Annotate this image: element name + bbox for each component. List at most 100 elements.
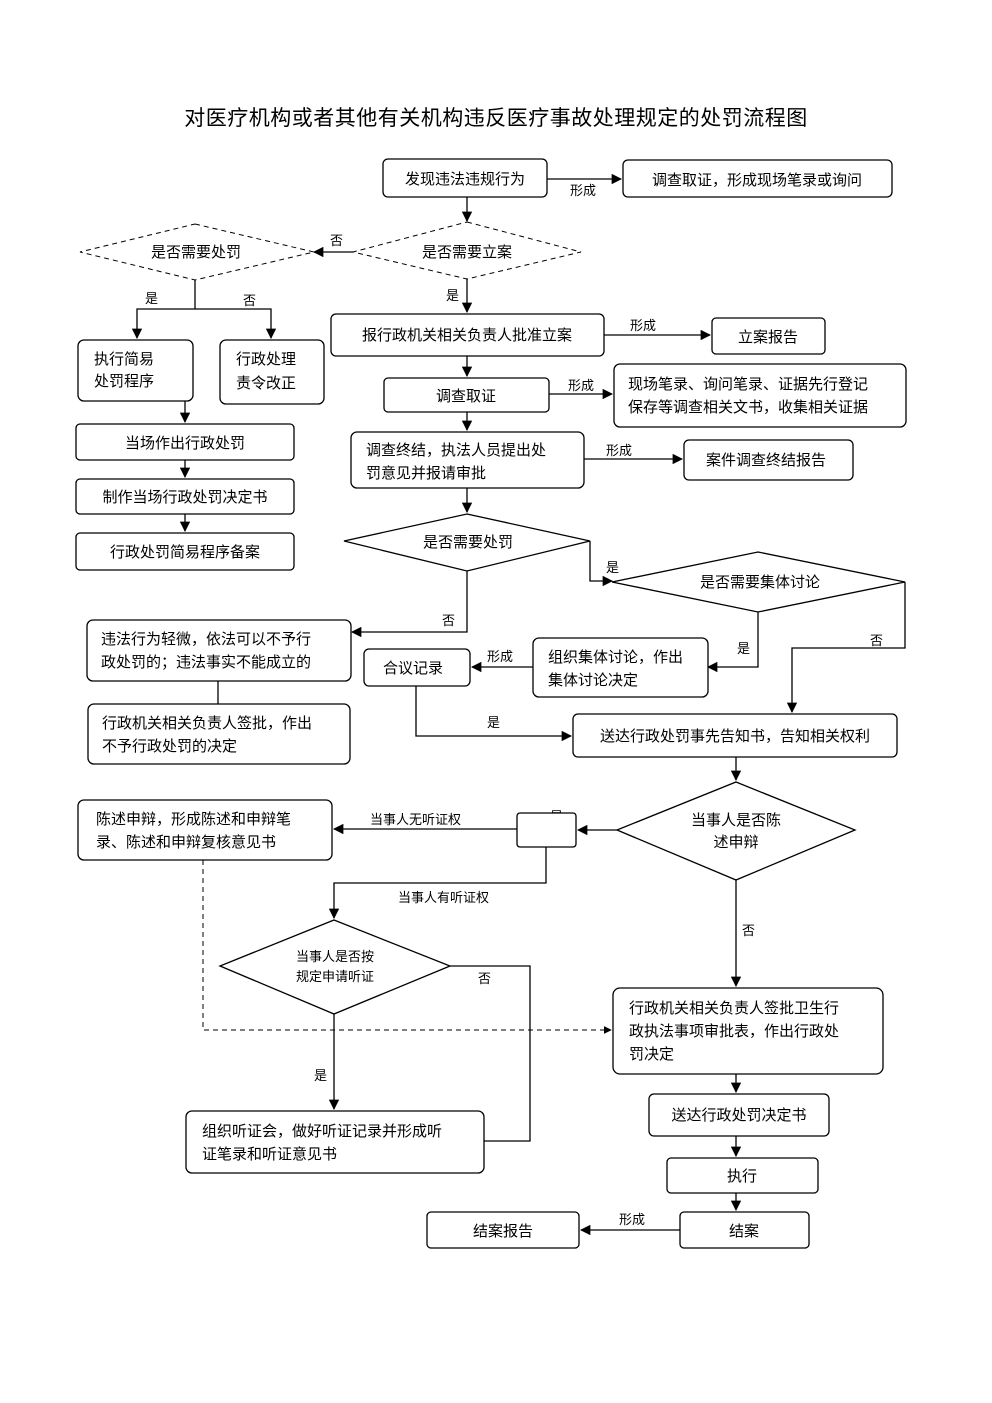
label-no-1: 否 — [330, 234, 343, 249]
edge-punish-left-no — [195, 308, 277, 340]
svg-text:不予行政处罚的决定: 不予行政处罚的决定 — [102, 737, 237, 755]
label-yes-4: 是 — [737, 642, 750, 657]
svg-text:调查终结，执法人员提出处: 调查终结，执法人员提出处 — [366, 441, 546, 459]
svg-text:行政机关相关负责人签批，作出: 行政机关相关负责人签批，作出 — [102, 714, 312, 732]
svg-text:调查取证，形成现场笔录或询问: 调查取证，形成现场笔录或询问 — [652, 171, 862, 189]
node-party-state: 当事人是否陈 述申辩 — [615, 781, 857, 881]
svg-text:行政机关相关负责人签批卫生行: 行政机关相关负责人签批卫生行 — [629, 999, 839, 1017]
label-no-2: 否 — [243, 294, 256, 309]
node-need-punish-mid: 是否需要处罚 — [343, 513, 591, 572]
label-form-2: 形成 — [630, 319, 656, 334]
label-yes-1: 是 — [446, 289, 459, 304]
node-report-approval: 报行政机关相关负责人批准立案 — [330, 313, 605, 357]
svg-text:送达行政处罚决定书: 送达行政处罚决定书 — [671, 1106, 806, 1124]
svg-text:当事人是否按: 当事人是否按 — [296, 950, 374, 965]
svg-text:集体讨论决定: 集体讨论决定 — [548, 671, 638, 689]
svg-text:陈述申辩，形成陈述和申辩笔: 陈述申辩，形成陈述和申辩笔 — [96, 810, 291, 828]
svg-text:组织听证会，做好听证记录并形成听: 组织听证会，做好听证记录并形成听 — [202, 1122, 442, 1140]
node-no-punish-decision: 行政机关相关负责人签批，作出 不予行政处罚的决定 — [87, 703, 351, 765]
svg-text:处罚程序: 处罚程序 — [94, 372, 154, 390]
svg-text:执行: 执行 — [727, 1167, 757, 1185]
node-approve-table: 行政机关相关负责人签批卫生行 政执法事项审批表，作出行政处 罚决定 — [612, 987, 884, 1075]
svg-text:案件调查终结报告: 案件调查终结报告 — [706, 451, 826, 469]
label-form-6: 形成 — [619, 1213, 645, 1228]
edge-meeting-notify — [415, 686, 573, 742]
node-group-discuss: 组织集体讨论，作出 集体讨论决定 — [532, 637, 709, 698]
svg-text:报行政机关相关负责人批准立案: 报行政机关相关负责人批准立案 — [362, 326, 572, 344]
node-statement-defense: 陈述申辩，形成陈述和申辩笔 录、陈述和申辩复核意见书 — [77, 799, 333, 861]
node-simple-record: 行政处罚简易程序备案 — [75, 532, 295, 571]
page-title: 对医疗机构或者其他有关机构违反医疗事故处理规定的处罚流程图 — [184, 106, 808, 130]
svg-text:录、陈述和申辩复核意见书: 录、陈述和申辩复核意见书 — [96, 833, 276, 851]
edge-punish-left-yes — [131, 308, 195, 340]
svg-text:当事人是否陈: 当事人是否陈 — [691, 811, 781, 829]
node-junction — [516, 812, 577, 848]
edge-group-q-no — [786, 582, 906, 714]
label-form-3: 形成 — [568, 379, 594, 394]
edge-punish-mid-no — [350, 571, 468, 638]
node-discover: 发现违法违规行为 — [382, 158, 548, 198]
svg-text:政处罚的；违法事实不能成立的: 政处罚的；违法事实不能成立的 — [101, 653, 311, 671]
svg-text:制作当场行政处罚决定书: 制作当场行政处罚决定书 — [102, 488, 267, 506]
svg-text:组织集体讨论，作出: 组织集体讨论，作出 — [548, 648, 683, 666]
label-form-4: 形成 — [606, 444, 632, 459]
svg-text:违法行为轻微，依法可以不予行: 违法行为轻微，依法可以不予行 — [101, 630, 311, 648]
node-need-filing: 是否需要立案 — [352, 221, 582, 280]
svg-text:立案报告: 立案报告 — [738, 328, 798, 346]
node-meeting-record: 合议记录 — [363, 648, 471, 687]
svg-text:述申辩: 述申辩 — [713, 833, 758, 851]
node-close-report: 结案报告 — [426, 1211, 580, 1249]
node-simple-procedure: 执行简易 处罚程序 — [77, 339, 194, 402]
node-need-punish-left: 是否需要处罚 — [79, 223, 315, 281]
label-yes-5: 是 — [487, 716, 500, 731]
node-execute: 执行 — [666, 1157, 819, 1194]
label-has-hearing-right: 当事人有听证权 — [398, 890, 489, 906]
node-apply-hearing: 当事人是否按 规定申请听证 — [218, 919, 452, 1015]
node-investigate: 调查取证 — [383, 377, 550, 413]
svg-text:送达行政处罚事先告知书，告知相关权利: 送达行政处罚事先告知书，告知相关权利 — [600, 727, 870, 745]
node-close-case: 结案 — [679, 1211, 810, 1249]
svg-text:罚决定: 罚决定 — [629, 1045, 674, 1063]
svg-text:是否需要集体讨论: 是否需要集体讨论 — [700, 573, 820, 591]
svg-text:规定申请听证: 规定申请听证 — [296, 970, 374, 985]
svg-text:罚意见并报请审批: 罚意见并报请审批 — [366, 464, 486, 482]
label-no-hearing-right: 当事人无听证权 — [370, 812, 461, 828]
svg-text:结案: 结案 — [729, 1222, 759, 1240]
label-form-1: 形成 — [570, 184, 596, 199]
node-investigation-end: 调查终结，执法人员提出处 罚意见并报请审批 — [350, 431, 585, 489]
label-no-5: 否 — [742, 924, 755, 939]
svg-text:执行简易: 执行简易 — [94, 350, 154, 368]
label-no-3: 否 — [442, 614, 455, 629]
svg-text:行政处罚简易程序备案: 行政处罚简易程序备案 — [110, 543, 260, 561]
svg-text:保存等调查相关文书，收集相关证据: 保存等调查相关文书，收集相关证据 — [628, 398, 868, 416]
svg-text:合议记录: 合议记录 — [383, 659, 443, 677]
edge-group-q-yes — [706, 612, 759, 673]
label-yes-3: 是 — [606, 561, 619, 576]
edge-punish-mid-yes — [589, 541, 614, 587]
node-investigate-initial: 调查取证，形成现场笔录或询问 — [622, 159, 893, 198]
node-deliver-decision: 送达行政处罚决定书 — [648, 1093, 830, 1137]
svg-text:调查取证: 调查取证 — [436, 387, 496, 405]
svg-text:是否需要处罚: 是否需要处罚 — [151, 243, 241, 261]
label-yes-7: 是 — [314, 1069, 327, 1084]
node-notify-rights: 送达行政处罚事先告知书，告知相关权利 — [572, 713, 898, 758]
svg-text:结案报告: 结案报告 — [473, 1222, 533, 1240]
svg-text:现场笔录、询问笔录、证据先行登记: 现场笔录、询问笔录、证据先行登记 — [628, 375, 868, 393]
svg-text:当场作出行政处罚: 当场作出行政处罚 — [125, 434, 245, 452]
edge-junction-hearing-q — [328, 847, 547, 920]
node-end-report: 案件调查终结报告 — [683, 439, 854, 481]
node-minor-violation: 违法行为轻微，依法可以不予行 政处罚的；违法事实不能成立的 — [86, 619, 352, 682]
label-no-6: 否 — [478, 972, 491, 987]
node-order-correct: 行政处理 责令改正 — [219, 339, 325, 405]
svg-text:是否需要处罚: 是否需要处罚 — [423, 533, 513, 551]
node-hearing: 组织听证会，做好听证记录并形成听 证笔录和听证意见书 — [185, 1110, 485, 1174]
edge-hearing-q-no — [450, 965, 531, 1142]
node-filing-report: 立案报告 — [711, 317, 826, 355]
node-evidence-docs: 现场笔录、询问笔录、证据先行登记 保存等调查相关文书，收集相关证据 — [613, 363, 907, 428]
svg-text:责令改正: 责令改正 — [236, 374, 296, 392]
label-form-5: 形成 — [487, 650, 513, 665]
label-yes-2: 是 — [145, 292, 158, 307]
node-need-group-discuss: 是否需要集体讨论 — [611, 551, 906, 613]
svg-text:证笔录和听证意见书: 证笔录和听证意见书 — [202, 1145, 337, 1163]
